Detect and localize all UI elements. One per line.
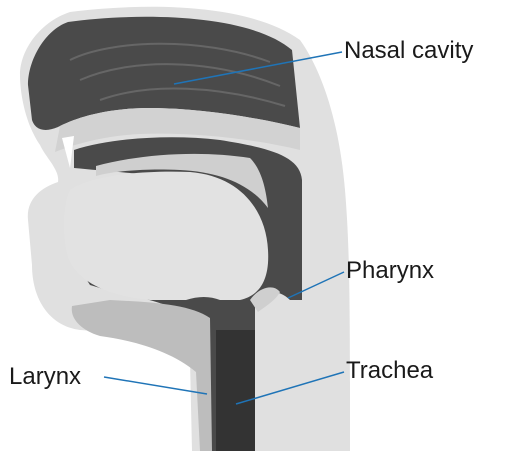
tongue — [64, 172, 268, 300]
nasal-cavity-label: Nasal cavity — [344, 37, 473, 65]
trachea-shape — [216, 330, 255, 451]
trachea-label: Trachea — [346, 357, 433, 385]
pharynx-label: Pharynx — [346, 257, 434, 285]
larynx-label: Larynx — [9, 363, 81, 391]
